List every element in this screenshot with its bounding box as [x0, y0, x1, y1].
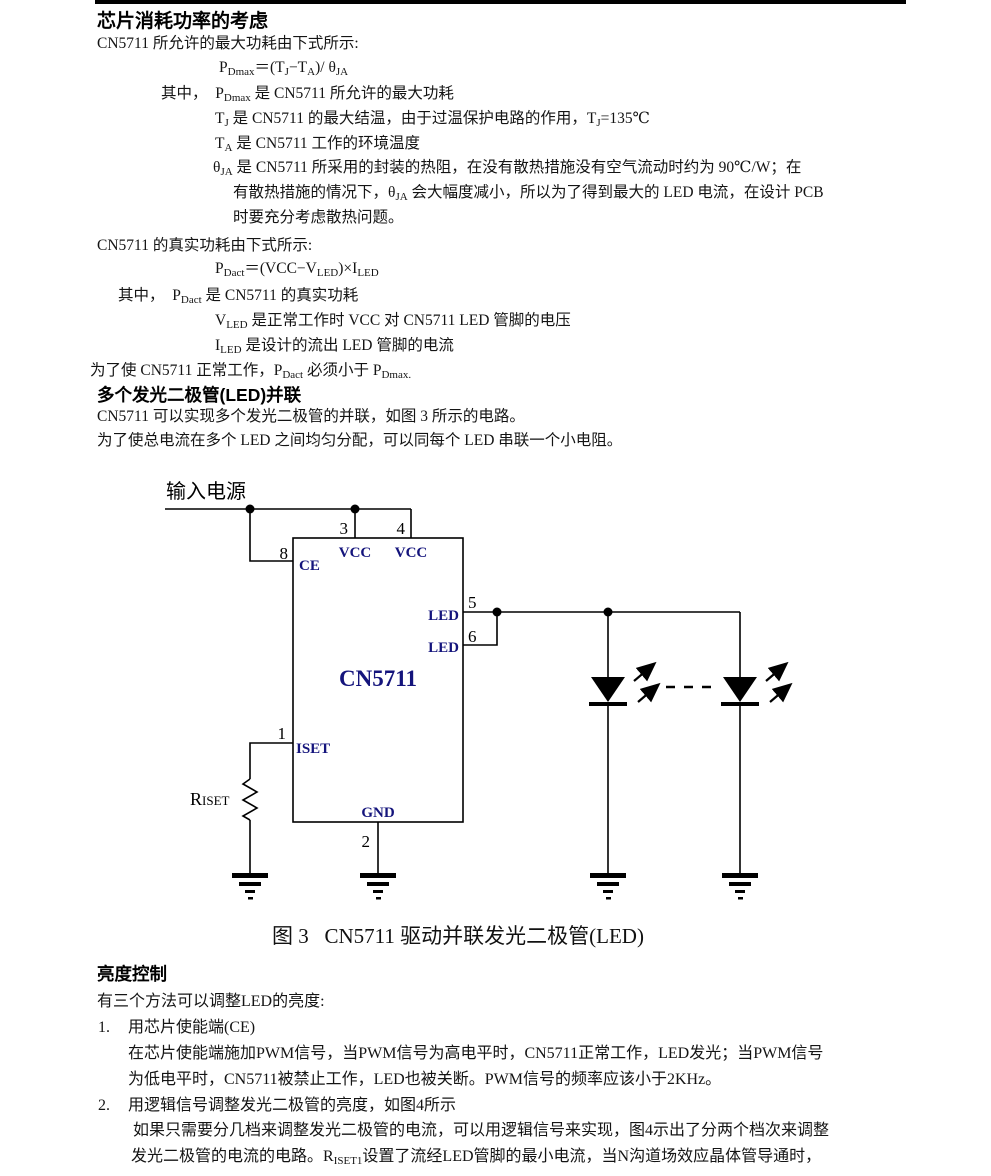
- wires: [165, 508, 741, 873]
- pin-number-4: 4: [397, 519, 406, 538]
- text-line: 为了使总电流在多个 LED 之间均匀分配，可以同每个 LED 串联一个小电阻。: [97, 432, 623, 449]
- text-line: ILED 是设计的流出 LED 管脚的电流: [215, 337, 454, 356]
- heading-power-dissipation: 芯片消耗功率的考虑: [97, 11, 269, 32]
- junction-dots: [245, 504, 613, 617]
- riset-resistor-label: RISET: [190, 789, 230, 809]
- pin-label-led-b: LED: [428, 640, 459, 656]
- pin-number-6: 6: [468, 627, 477, 646]
- formula-pdmax: PDmax＝(TJ−TA)/ θJA: [219, 59, 349, 78]
- ground-led1: [590, 873, 626, 900]
- input-power-label: 输入电源: [166, 480, 246, 503]
- heading-brightness-control: 亮度控制: [97, 964, 167, 984]
- ground-chip: [360, 873, 396, 900]
- heading-parallel-leds: 多个发光二极管(LED)并联: [97, 385, 302, 405]
- led-diode-1: [589, 664, 658, 706]
- pin-number-1: 1: [278, 724, 287, 743]
- top-rule: [95, 0, 906, 4]
- chip-name-label: CN5711: [339, 666, 417, 691]
- text-line: CN5711 所允许的最大功耗由下式所示:: [97, 35, 359, 52]
- led-diode-2: [721, 664, 790, 706]
- pin-number-8: 8: [280, 544, 289, 563]
- text-line: 为低电平时，CN5711被禁止工作，LED也被关断。PWM信号的频率应该小于2K…: [128, 1071, 722, 1088]
- ground-led2: [722, 873, 758, 900]
- formula-pdact: PDact＝(VCC−VLED)×ILED: [215, 260, 379, 279]
- text-line: 其中， PDmax 是 CN5711 所允许的最大功耗: [161, 85, 454, 104]
- pin-label-vcc-b: VCC: [395, 545, 428, 561]
- pin-label-ce: CE: [299, 558, 320, 574]
- text-line: 发光二极管的电流的电路。RISET1设置了流经LED管脚的最小电流，当N沟道场效…: [131, 1148, 822, 1167]
- figure3-caption: 图 3 CN5711 驱动并联发光二极管(LED): [272, 924, 644, 948]
- text-line: VLED 是正常工作时 VCC 对 CN5711 LED 管脚的电压: [215, 312, 571, 331]
- list-number-2: 2.: [98, 1097, 110, 1114]
- resistor-zigzag: [241, 778, 259, 821]
- text-line: CN5711 的真实功耗由下式所示:: [97, 237, 313, 254]
- list-item-2-title: 用逻辑信号调整发光二极管的亮度，如图4所示: [128, 1097, 457, 1114]
- text-line: CN5711 可以实现多个发光二极管的并联，如图 3 所示的电路。: [97, 408, 525, 425]
- pin-label-iset: ISET: [296, 741, 330, 757]
- text-line: 时要充分考虑散热问题。: [233, 209, 404, 226]
- pin-label-gnd: GND: [361, 805, 395, 821]
- list-item-1: 1. 用芯片使能端(CE): [98, 1018, 255, 1038]
- pin-label-vcc-a: VCC: [339, 545, 372, 561]
- pin-number-5: 5: [468, 593, 477, 612]
- text-line: 如果只需要分几档来调整发光二极管的电流，可以用逻辑信号来实现，图4示出了分两个档…: [133, 1122, 830, 1139]
- chip-outline: [292, 537, 464, 823]
- text-line: θJA 是 CN5711 所采用的封装的热阻，在没有散热措施没有空气流动时约为 …: [213, 159, 802, 178]
- figure3-circuit-diagram: 输入电源 3 4 8 5 6 1 2 VCC VCC CE LED LED IS…: [165, 480, 991, 900]
- list-number-1: 1.: [98, 1019, 110, 1036]
- list-item-1-title: 用芯片使能端(CE): [128, 1019, 256, 1036]
- pin-numbers: 3 4 8 5 6 1 2: [278, 519, 477, 851]
- pin-number-3: 3: [340, 519, 349, 538]
- pin-number-2: 2: [362, 832, 371, 851]
- text-line: 在芯片使能端施加PWM信号，当PWM信号为高电平时，CN5711正常工作，LED…: [128, 1045, 824, 1062]
- ground-riset: [232, 873, 268, 900]
- text-line: 其中， PDact 是 CN5711 的真实功耗: [118, 287, 359, 306]
- list-item-2: 2. 用逻辑信号调整发光二极管的亮度，如图4所示: [98, 1096, 456, 1116]
- text-line: TA 是 CN5711 工作的环境温度: [215, 135, 421, 154]
- text-line: TJ 是 CN5711 的最大结温，由于过温保护电路的作用，TJ=135℃: [215, 110, 650, 129]
- pin-label-led-a: LED: [428, 608, 459, 624]
- text-line: 为了使 CN5711 正常工作，PDact 必须小于 PDmax.: [90, 362, 412, 381]
- text-line: 有三个方法可以调整LED的亮度:: [97, 993, 325, 1010]
- pin-labels: VCC VCC CE LED LED ISET GND: [296, 545, 459, 821]
- text-line: 有散热措施的情况下，θJA 会大幅度减小，所以为了得到最大的 LED 电流，在设…: [233, 184, 824, 203]
